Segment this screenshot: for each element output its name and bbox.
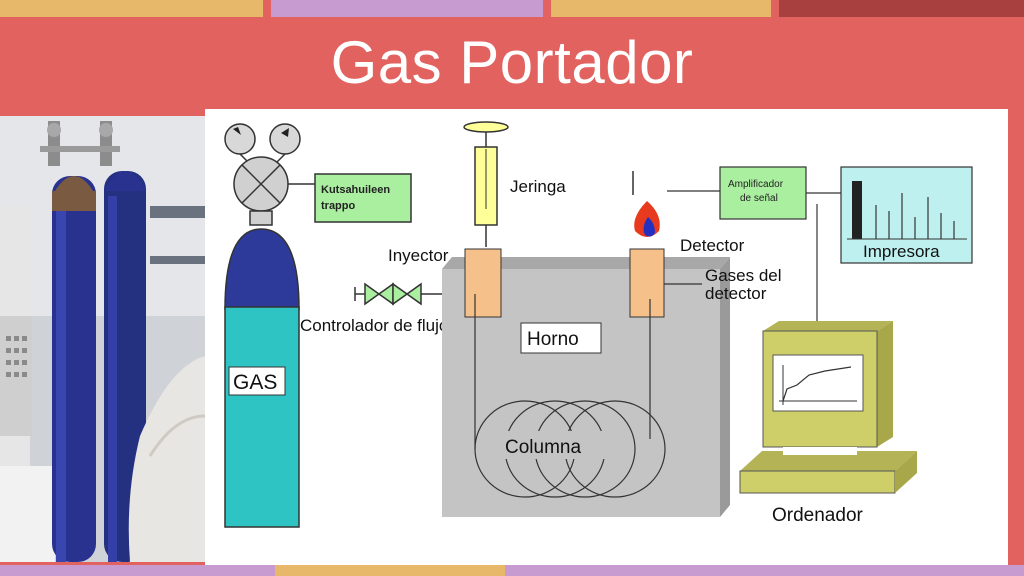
pressure-gauge-icon bbox=[224, 123, 256, 155]
computer-label: Ordenador bbox=[772, 505, 864, 526]
chromatogram-icon bbox=[847, 181, 967, 240]
injector-port bbox=[464, 248, 502, 318]
detector-port bbox=[629, 248, 665, 318]
top-stripe-2 bbox=[271, 0, 543, 17]
gas-cylinder bbox=[224, 228, 300, 528]
flow-controller-label: Controlador de flujo bbox=[300, 316, 448, 335]
top-stripe-1 bbox=[0, 0, 263, 17]
detector-label: Detector bbox=[680, 236, 745, 255]
syringe-label: Jeringa bbox=[510, 177, 566, 196]
bottom-stripe-2 bbox=[275, 565, 505, 576]
injector-label: Inyector bbox=[388, 246, 449, 265]
page-title: Gas Portador bbox=[330, 29, 694, 96]
gas-label: GAS bbox=[233, 371, 277, 394]
regulator-valve-icon bbox=[233, 156, 289, 212]
bottom-stripe-1 bbox=[0, 565, 275, 576]
gas-label-box bbox=[228, 366, 286, 396]
trap-label-2: trappo bbox=[321, 200, 356, 212]
oven-label: Horno bbox=[527, 329, 579, 350]
top-stripe-4 bbox=[779, 0, 1024, 17]
amplifier-box bbox=[719, 166, 807, 220]
syringe-icon bbox=[463, 121, 509, 247]
flow-controller-valve-icon bbox=[364, 282, 422, 306]
flame-icon bbox=[634, 201, 660, 237]
trap-label-1: Kutsahuileen bbox=[321, 184, 390, 196]
pressure-gauge-icon bbox=[269, 123, 301, 155]
amplifier-label-2: de señal bbox=[740, 193, 778, 204]
gas-chromatograph-diagram: Kutsahuileen trappo GAS Controlador de f… bbox=[205, 109, 1008, 565]
column-label-box bbox=[501, 431, 613, 459]
printer-box bbox=[840, 166, 973, 264]
detector-gases-label-2: detector bbox=[705, 284, 767, 303]
gas-cylinders-photo bbox=[0, 116, 205, 562]
trap-box bbox=[314, 173, 412, 223]
amplifier-label-1: Amplificador bbox=[728, 179, 784, 190]
detector-gases-label-1: Gases del bbox=[705, 266, 782, 285]
printer-label: Impresora bbox=[863, 242, 940, 261]
top-stripe-3 bbox=[551, 0, 771, 17]
column-label: Columna bbox=[505, 437, 581, 458]
computer-icon bbox=[739, 321, 917, 494]
bottom-stripe-3 bbox=[505, 565, 1024, 576]
oven-label-box bbox=[520, 322, 602, 354]
